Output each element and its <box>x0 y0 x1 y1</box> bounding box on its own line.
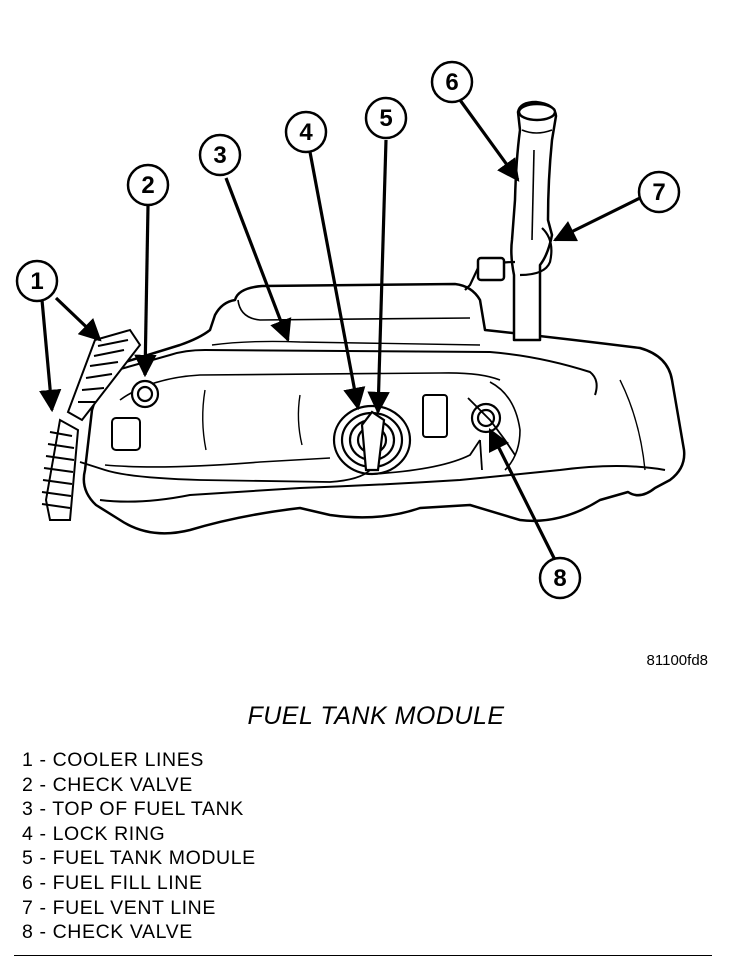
svg-text:2: 2 <box>141 172 154 199</box>
diagram-caption: FUEL TANK MODULE <box>247 702 505 730</box>
svg-text:1: 1 <box>30 268 43 295</box>
legend-item: 5 - FUEL TANK MODULE <box>22 847 256 870</box>
callout-5: 5 <box>364 96 408 140</box>
svg-text:5: 5 <box>379 105 392 132</box>
legend-item: 6 - FUEL FILL LINE <box>22 871 203 894</box>
legend-item: 7 - FUEL VENT LINE <box>22 896 216 919</box>
figure-id: 81100fd8 <box>646 652 708 669</box>
legend-item: 1 - COOLER LINES <box>22 749 204 771</box>
callout-7: 7 <box>637 170 681 214</box>
check-valve-left <box>130 379 160 409</box>
fuel-tank-diagram: 1 2 3 4 5 6 7 8 <box>15 60 686 600</box>
legend-item: 2 - CHECK VALVE <box>22 773 193 796</box>
svg-text:4: 4 <box>299 119 313 146</box>
svg-text:7: 7 <box>652 179 665 206</box>
svg-text:8: 8 <box>553 565 566 592</box>
callout-4: 4 <box>284 110 328 154</box>
callout-1: 1 <box>15 259 59 303</box>
svg-text:3: 3 <box>213 142 226 169</box>
legend-item: 4 - LOCK RING <box>22 822 166 845</box>
callout-6: 6 <box>430 60 474 104</box>
callout-3: 3 <box>198 133 242 177</box>
legend-item: 3 - TOP OF FUEL TANK <box>22 798 244 821</box>
parts-legend: 1 - COOLER LINES 2 - CHECK VALVE 3 - TOP… <box>22 748 256 945</box>
leader-lines <box>39 99 641 561</box>
cooler-lines <box>41 328 142 521</box>
callout-2: 2 <box>126 163 170 207</box>
callout-8: 8 <box>538 556 582 600</box>
svg-text:6: 6 <box>445 69 458 96</box>
bottom-rule <box>14 955 712 956</box>
fuel-fill-neck <box>464 100 558 342</box>
legend-item: 8 - CHECK VALVE <box>22 921 193 944</box>
electrical-connectors <box>111 394 448 451</box>
